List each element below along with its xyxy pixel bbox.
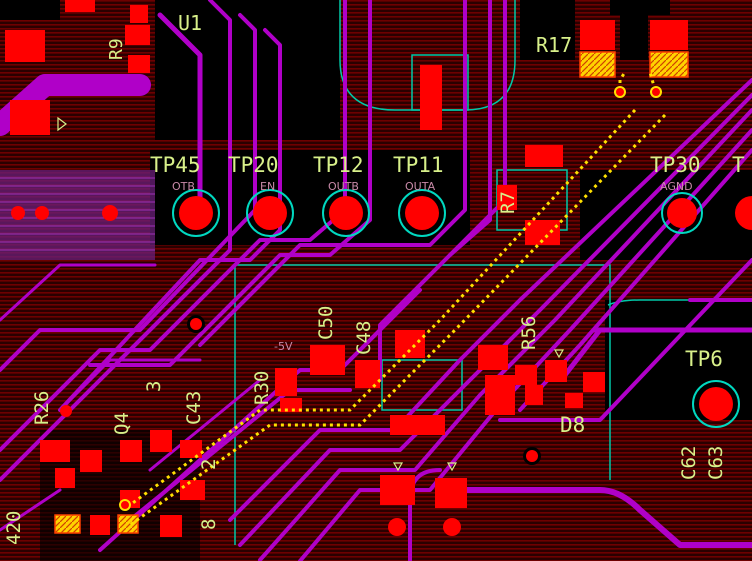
label-c48: C48: [353, 321, 375, 355]
r17-body: [620, 15, 648, 60]
label-c63: C63: [705, 446, 727, 480]
test-point-tp6[interactable]: [692, 380, 740, 428]
label-r56: R56: [518, 316, 540, 350]
label-2: 2: [198, 459, 220, 470]
label-net-agnd: AGND: [660, 180, 693, 193]
label-r3: 3: [143, 381, 165, 392]
silkscreen-labels: U1 R9 R17 TP45 TP20 TP12 TP11 TP30 T TP6…: [3, 11, 745, 545]
test-point-tp45[interactable]: [172, 189, 220, 237]
label-u1: U1: [178, 11, 202, 35]
label-c62: C62: [678, 446, 700, 480]
label-8: 8: [198, 519, 220, 530]
connector-body: [610, 0, 670, 15]
label-420: 420: [3, 511, 25, 545]
label-tp20: TP20: [228, 153, 279, 177]
test-point-tp-cut[interactable]: [735, 196, 752, 230]
label-tp6: TP6: [685, 347, 723, 371]
label-c50: C50: [315, 306, 337, 340]
vias: [11, 10, 662, 536]
label-tp12: TP12: [313, 153, 364, 177]
label-net-outb: OUTB: [328, 180, 359, 193]
left-bus: [0, 170, 155, 260]
highlighted-pads: [54, 51, 689, 534]
label-net-outa: OUTA: [405, 180, 436, 193]
label-tp-cut: T: [732, 153, 745, 177]
test-point-tp11[interactable]: [398, 189, 446, 237]
test-points: [172, 189, 752, 428]
label-net-otb: OTB: [172, 180, 195, 193]
label-net-5v: -5V: [274, 340, 293, 353]
test-point-tp20[interactable]: [246, 189, 294, 237]
label-tp45: TP45: [150, 153, 201, 177]
label-r30: R30: [251, 371, 273, 405]
label-r9: R9: [106, 38, 127, 60]
test-point-tp12[interactable]: [322, 189, 370, 237]
label-c43: C43: [183, 391, 205, 425]
label-net-en: EN: [260, 180, 275, 193]
pads: [5, 0, 688, 537]
label-r17: R17: [536, 33, 572, 57]
label-r27: R7: [497, 191, 519, 214]
label-tp11: TP11: [393, 153, 444, 177]
label-r26: R26: [31, 391, 53, 425]
label-d8: D8: [560, 413, 585, 437]
label-q4: Q4: [111, 412, 133, 435]
label-tp30: TP30: [650, 153, 701, 177]
test-point-tp30[interactable]: [661, 192, 703, 234]
selected-traces: [129, 71, 667, 527]
polarity-markers: [57, 116, 565, 472]
